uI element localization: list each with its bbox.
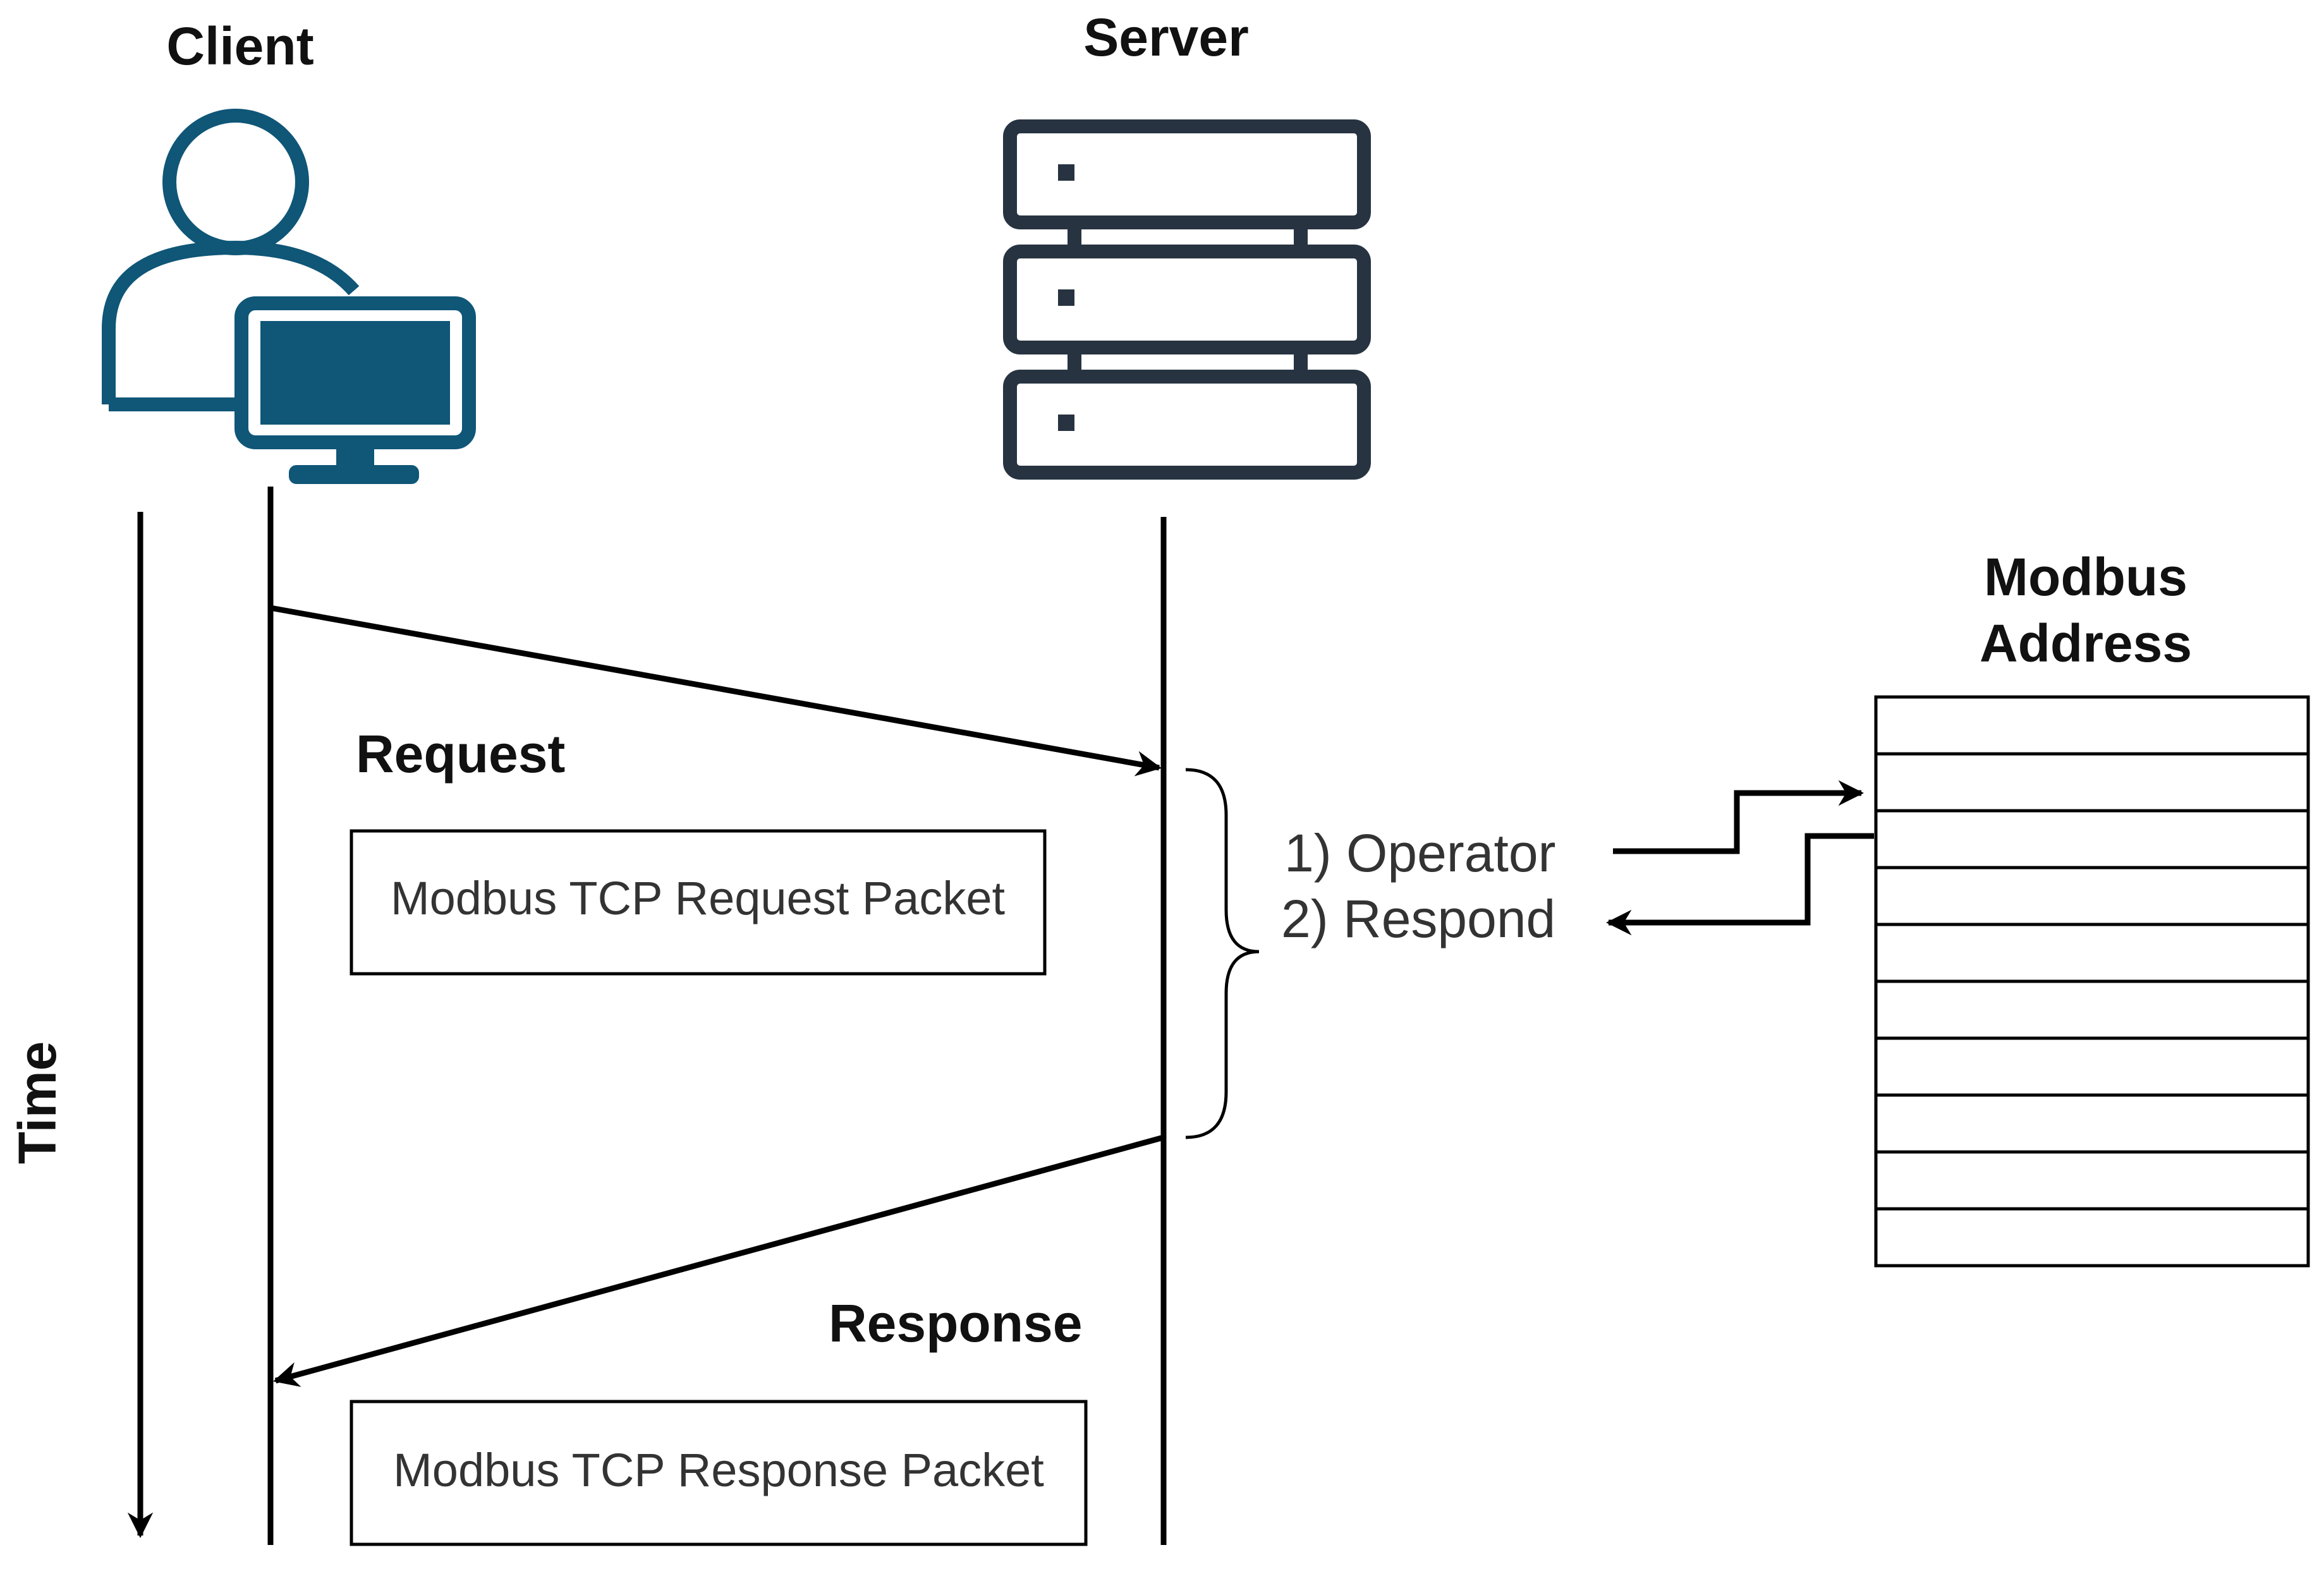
request-arrow (270, 605, 1162, 777)
processing-brace (1185, 768, 1260, 1139)
modbus-address-title-line1: Modbus (1984, 547, 2187, 607)
address-row (1874, 1093, 2310, 1154)
server-label: Server (1083, 8, 1249, 67)
response-packet-label: Modbus TCP Response Packet (393, 1444, 1044, 1496)
response-packet-box (350, 1400, 1088, 1546)
time-axis-label: Time (8, 1041, 67, 1165)
return-value-arrow (1605, 833, 1874, 936)
address-row (1874, 1207, 2310, 1268)
request-packet-label: Modbus TCP Request Packet (391, 872, 1006, 924)
address-row (1874, 979, 2310, 1040)
modbus-address-table (1874, 695, 2310, 1268)
request-packet-box (350, 829, 1047, 976)
address-row (1874, 695, 2310, 756)
address-row (1874, 923, 2310, 983)
step-operator: 1) Operator (1284, 823, 1556, 883)
address-row (1874, 1150, 2310, 1211)
response-label: Response (829, 1293, 1082, 1353)
address-row (1874, 752, 2310, 813)
response-arrow (273, 1134, 1165, 1387)
client-label: Client (166, 16, 313, 76)
request-label: Request (356, 724, 565, 784)
modbus-address-title-line2: Address (1980, 614, 2192, 673)
address-row (1874, 1036, 2310, 1097)
address-row (1874, 866, 2310, 926)
server-rack-icon (1003, 119, 1371, 480)
read-address-arrow (1613, 780, 1865, 854)
address-row (1874, 809, 2310, 869)
step-respond: 2) Respond (1281, 889, 1555, 948)
user-computer-icon (102, 109, 476, 484)
